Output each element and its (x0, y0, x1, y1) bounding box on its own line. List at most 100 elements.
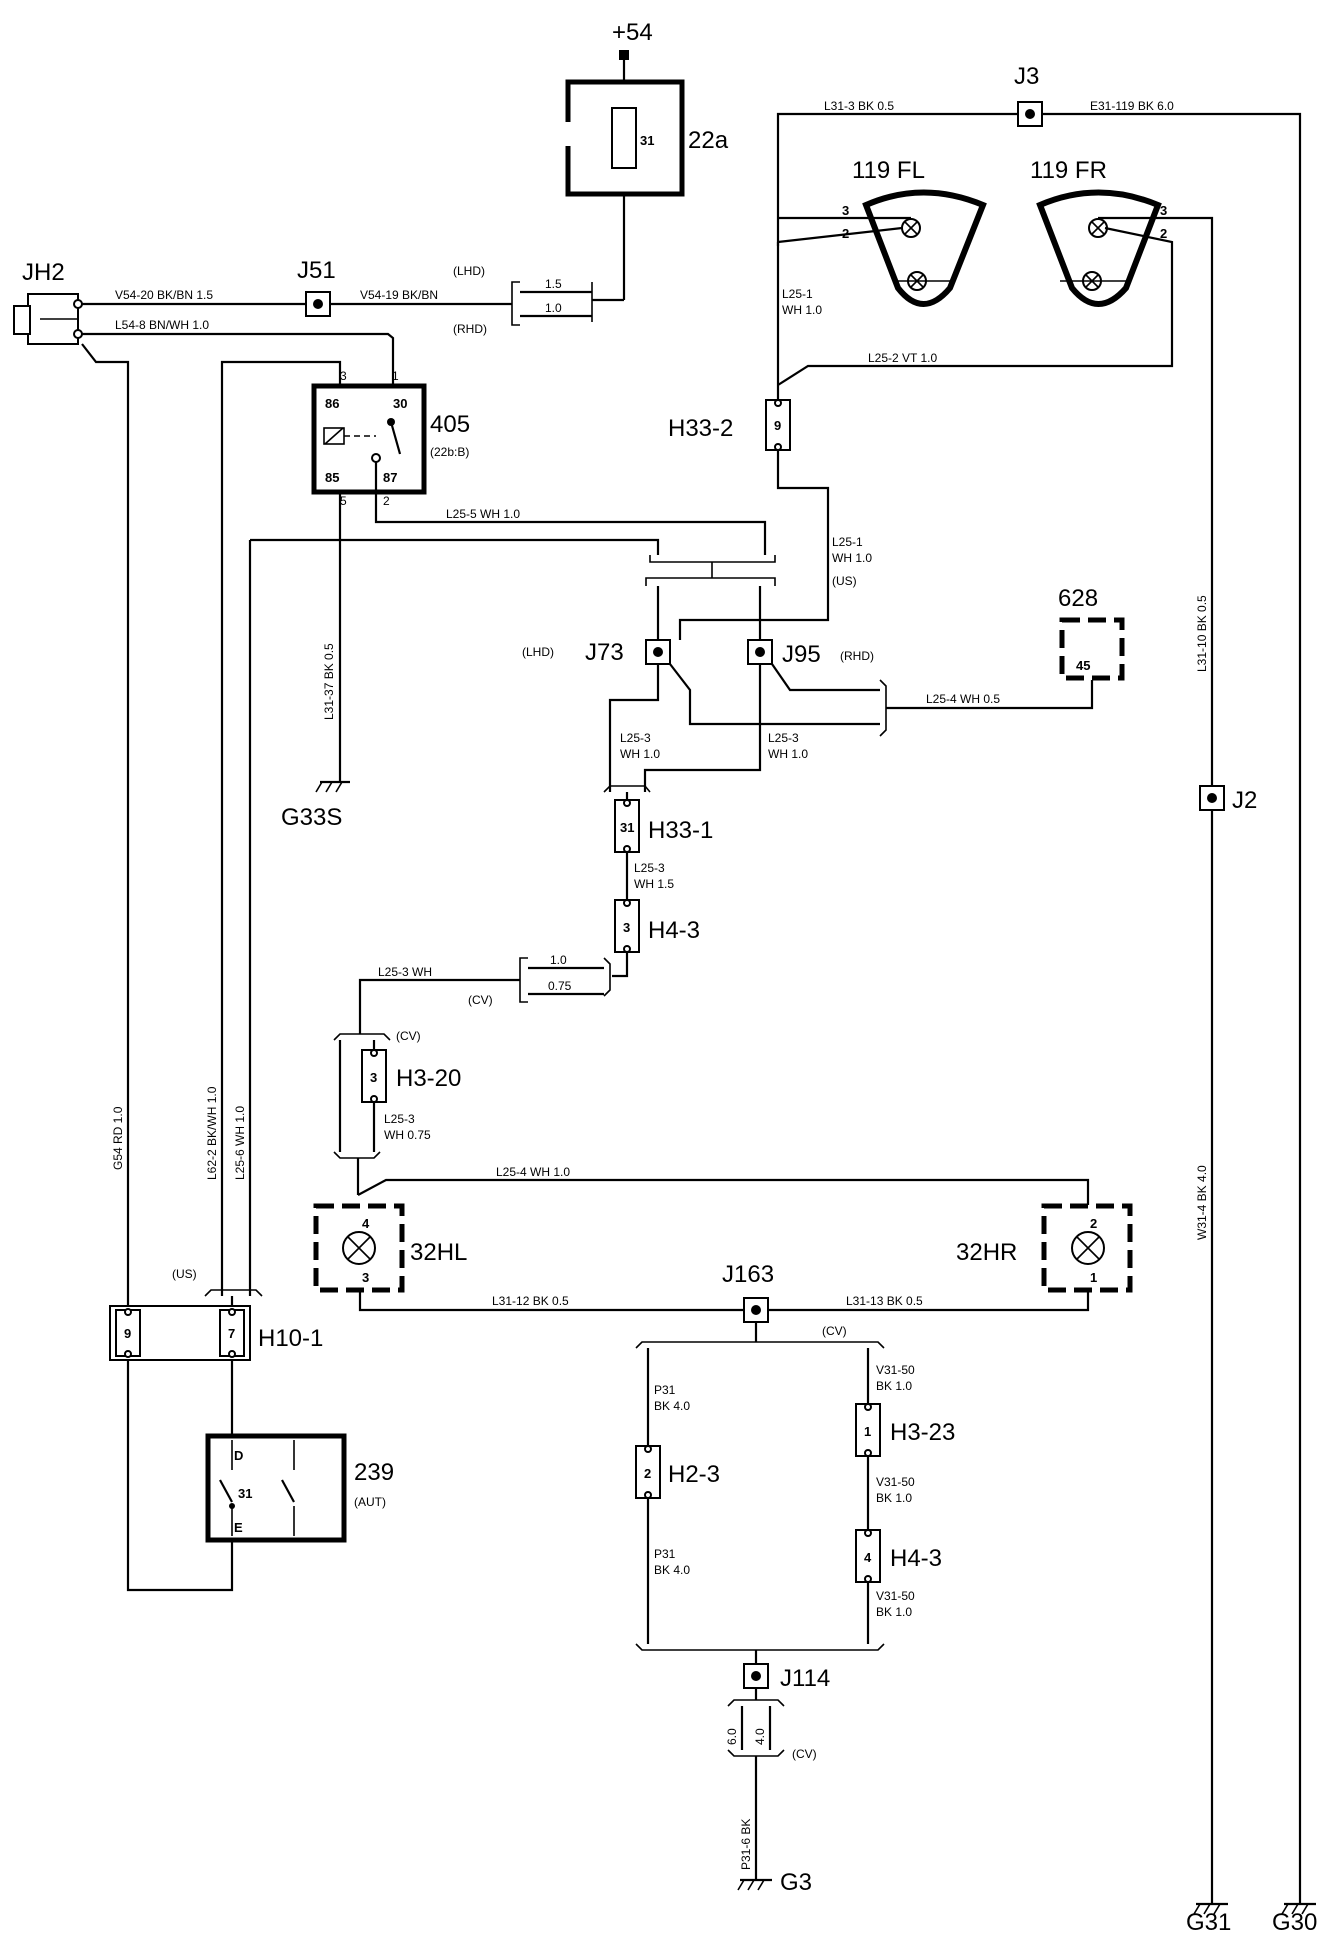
h33-2-pin: 9 (774, 418, 781, 433)
wire-v31-50a-1: V31-50 (876, 1363, 915, 1377)
wire-p31-b-1: P31 (654, 1547, 676, 1561)
j95-label: J95 (782, 641, 821, 668)
j73-label: J73 (585, 639, 624, 666)
h3-23-label: H3-23 (890, 1419, 955, 1446)
h33-1-pin: 31 (620, 820, 634, 835)
connector-h33-2: 9 H33-2 (668, 399, 791, 451)
connector-h2-3: 2 H2-3 (635, 1445, 720, 1499)
connector-h4-3-top: 3 H4-3 (614, 899, 700, 953)
h4-3b-pin: 4 (864, 1550, 872, 1565)
wire-p31-6: P31-6 BK (739, 1819, 753, 1870)
c628-label: 628 (1058, 585, 1098, 612)
hr-pin-2: 2 (1090, 1216, 1097, 1231)
lamp-119-fl: 119 FL 3 2 (842, 157, 987, 307)
j163-label: J163 (722, 1261, 774, 1288)
h33-2-label: H33-2 (668, 415, 733, 442)
supply-54-label: +54 (612, 19, 653, 46)
g31-label: G31 (1186, 1909, 1231, 1934)
junction-j163: J163 (722, 1261, 774, 1323)
wire-l62-2: L62-2 BK/WH 1.0 (205, 1086, 219, 1180)
wire-l25-4-bot: L25-4 WH 1.0 (496, 1165, 570, 1179)
lamp-119-fr: 119 FR 3 2 (1030, 157, 1167, 307)
j2-label: J2 (1232, 787, 1257, 814)
relay-term-5: 5 (340, 494, 347, 508)
wire-l54-8: L54-8 BN/WH 1.0 (115, 318, 209, 332)
h3-20-pin: 3 (370, 1070, 377, 1085)
wire-l25-1-top-2: WH 1.0 (782, 303, 822, 317)
wire-l25-1-mid-1: L25-1 (832, 535, 863, 549)
hr-label: 32HR (956, 1239, 1017, 1266)
lamp-fl-label: 119 FL (852, 157, 925, 184)
g33s-label: G33S (281, 804, 342, 831)
wire-v31-50b-2: BK 1.0 (876, 1491, 912, 1505)
fuse-box-label: 22a (688, 127, 729, 154)
wire-us: (US) (832, 574, 857, 588)
wire-l31-12: L31-12 BK 0.5 (492, 1294, 569, 1308)
wire-l31-13: L31-13 BK 0.5 (846, 1294, 923, 1308)
h4-3a-pin: 3 (623, 920, 630, 935)
sw-pin-31: 31 (238, 1486, 252, 1501)
j3-label: J3 (1014, 63, 1039, 90)
sw-sub: (AUT) (354, 1495, 386, 1509)
opt-1-0: 1.0 (545, 301, 562, 315)
wire-l25-1-top-1: L25-1 (782, 287, 813, 301)
fuse-box-22a: 31 22a (563, 79, 729, 197)
wire-l25-3-d: L25-3 WH (378, 965, 432, 979)
wire-l25-6: L25-6 WH 1.0 (233, 1106, 247, 1180)
wire-l25-2: L25-2 VT 1.0 (868, 351, 937, 365)
rhd-label-1: (RHD) (453, 322, 487, 336)
h10-1-label: H10-1 (258, 1325, 323, 1352)
wire-l25-3-b-1: L25-3 (768, 731, 799, 745)
wire-l25-3-a-2: WH 1.0 (620, 747, 660, 761)
lhd-label-1: (LHD) (453, 264, 485, 278)
wire-l25-3-c-2: WH 1.5 (634, 877, 674, 891)
g30-label: G30 (1272, 1909, 1317, 1934)
connector-jh2: JH2 (13, 259, 83, 345)
h2-3-label: H2-3 (668, 1461, 720, 1488)
junction-j2: J2 (1199, 785, 1257, 814)
wire-l25-3-c-1: L25-3 (634, 861, 665, 875)
wire-l31-37: L31-37 BK 0.5 (322, 643, 336, 720)
h33-1-label: H33-1 (648, 817, 713, 844)
connector-h3-20: 3 H3-20 (361, 1049, 461, 1103)
j114-label: J114 (780, 1665, 830, 1692)
connector-h33-1: 31 H33-1 (614, 799, 713, 853)
opt-0-75: 0.75 (548, 979, 572, 993)
ground-g3: G3 (737, 1869, 812, 1896)
lamp-32hl: 4 3 32HL (313, 1203, 467, 1293)
relay-label: 405 (430, 411, 470, 438)
cv-label-3: (CV) (822, 1324, 847, 1338)
wire-l25-3-e-2: WH 0.75 (384, 1128, 431, 1142)
wire-p31-a-2: BK 4.0 (654, 1399, 690, 1413)
ground-g30: G30 (1272, 1902, 1317, 1934)
fuse-pin: 31 (640, 133, 654, 148)
junction-j95: J95 (RHD) (747, 639, 874, 668)
cv-label-1: (CV) (468, 993, 493, 1007)
junction-j73: J73 (LHD) (522, 639, 671, 666)
fl-pin-3: 3 (842, 203, 849, 218)
cv-label-2: (CV) (396, 1029, 421, 1043)
wire-l25-1-mid-2: WH 1.0 (832, 551, 872, 565)
wire-l25-3-a-1: L25-3 (620, 731, 651, 745)
h10-pin-7: 7 (228, 1326, 235, 1341)
junction-j51: J51 (297, 257, 336, 317)
relay-term-3: 3 (340, 369, 347, 383)
wire-v54-20: V54-20 BK/BN 1.5 (115, 288, 213, 302)
wire-g54: G54 RD 1.0 (111, 1106, 125, 1170)
hr-pin-1: 1 (1090, 1270, 1097, 1285)
sw-pin-e: E (234, 1520, 243, 1535)
wire-l25-5: L25-5 WH 1.0 (446, 507, 520, 521)
wire-l31-3: L31-3 BK 0.5 (824, 99, 894, 113)
wire-v54-19: V54-19 BK/BN (360, 288, 438, 302)
junction-j3: J3 (1014, 63, 1043, 127)
wire-p31-a-1: P31 (654, 1383, 676, 1397)
switch-239: D 31 E 239 (AUT) (205, 1433, 394, 1543)
relay-term-1: 1 (392, 369, 399, 383)
ground-g31: G31 (1186, 1902, 1231, 1934)
j51-label: J51 (297, 257, 336, 284)
g3-label: G3 (780, 1869, 812, 1896)
option-brace-lhd-rhd: 1.5 1.0 (LHD) (RHD) (453, 264, 624, 336)
lamp-32hr: 2 1 32HR (956, 1203, 1133, 1293)
relay-pin-87: 87 (383, 470, 397, 485)
